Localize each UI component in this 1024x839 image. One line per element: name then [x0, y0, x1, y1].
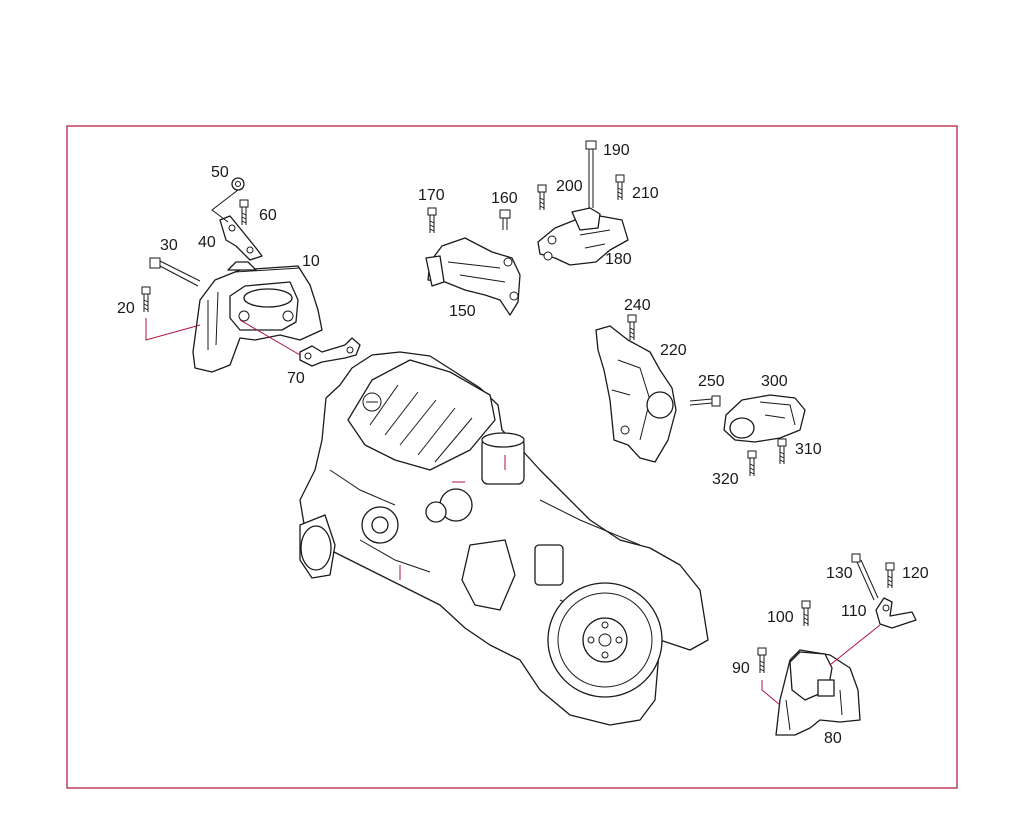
- label-110: 110: [841, 603, 867, 620]
- label-20: 20: [117, 300, 135, 317]
- bolt-60: [239, 199, 249, 226]
- nut-50: [231, 177, 245, 191]
- label-160: 160: [491, 190, 518, 207]
- bracket-110: [875, 597, 917, 629]
- mount-300: [723, 394, 806, 443]
- label-50: 50: [211, 164, 229, 181]
- bracket-220: [595, 325, 677, 463]
- bolt-320: [747, 450, 757, 477]
- label-240: 240: [624, 297, 651, 314]
- label-30: 30: [160, 237, 178, 254]
- bracket-150: [425, 237, 521, 316]
- label-170: 170: [418, 187, 445, 204]
- bolt-190: [585, 140, 597, 208]
- bolt-250: [689, 395, 721, 407]
- label-320: 320: [712, 471, 739, 488]
- bolt-90: [757, 647, 767, 674]
- label-190: 190: [603, 142, 630, 159]
- label-130: 130: [826, 565, 853, 582]
- label-180: 180: [605, 251, 632, 268]
- label-150: 150: [449, 303, 476, 320]
- bolt-30: [149, 257, 201, 287]
- engine-mount-10: [192, 261, 323, 373]
- diagram-frame: [66, 125, 958, 789]
- bracket-40: [219, 215, 263, 261]
- mount-80: [775, 649, 861, 736]
- label-10: 10: [302, 253, 320, 270]
- mount-180: [537, 207, 629, 266]
- plate-70: [299, 337, 361, 367]
- label-220: 220: [660, 342, 687, 359]
- bolt-240: [627, 314, 637, 341]
- engine-assembly: [299, 351, 709, 726]
- label-310: 310: [795, 441, 822, 458]
- label-60: 60: [259, 207, 277, 224]
- label-100: 100: [767, 609, 794, 626]
- label-210: 210: [632, 185, 659, 202]
- label-80: 80: [824, 730, 842, 747]
- label-120: 120: [902, 565, 929, 582]
- bolt-310: [777, 438, 787, 465]
- bolt-100: [801, 600, 811, 627]
- bolt-130: [851, 553, 879, 601]
- bolt-210: [615, 174, 625, 201]
- bolt-200: [537, 184, 547, 211]
- label-300: 300: [761, 373, 788, 390]
- label-90: 90: [732, 660, 750, 677]
- label-250: 250: [698, 373, 725, 390]
- label-70: 70: [287, 370, 305, 387]
- label-200: 200: [556, 178, 583, 195]
- bolt-170: [427, 207, 437, 234]
- bolt-120: [885, 562, 895, 589]
- label-40: 40: [198, 234, 216, 251]
- stud-160: [499, 209, 511, 230]
- bolt-20: [141, 286, 151, 313]
